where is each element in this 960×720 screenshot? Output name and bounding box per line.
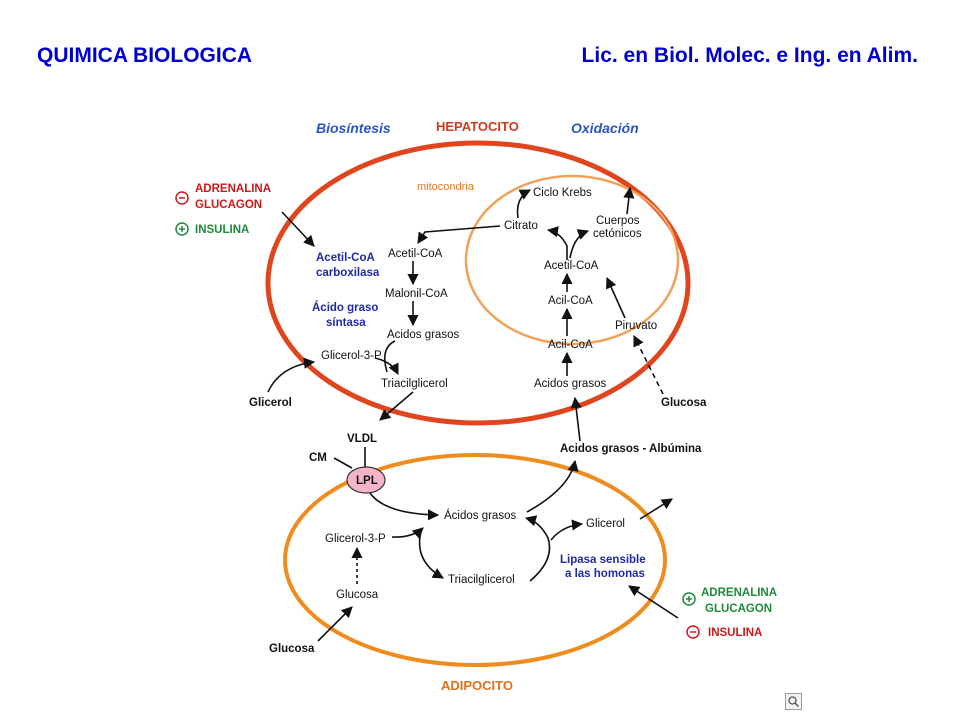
minus-circle-icon	[175, 191, 189, 205]
node-acil-coa-cyto: Acil-CoA	[548, 339, 593, 351]
enzyme-fas-line1: Ácido graso	[312, 301, 378, 314]
arrow-glicerol-out	[639, 498, 673, 520]
enzyme-lipasa-line2: a las homonas	[565, 568, 645, 580]
arrow-lpl-acidos	[369, 492, 440, 521]
node-malonil-coa: Malonil-CoA	[385, 288, 448, 300]
node-acetil-coa-left: Acetil-CoA	[388, 248, 443, 260]
hepatocyte-membrane	[265, 140, 691, 426]
course-title: QUIMICA BIOLOGICA	[37, 44, 253, 67]
regulator-glucagon-adipo: GLUCAGON	[705, 603, 772, 615]
regulation-arrow-liver	[281, 211, 315, 247]
arrow-glucosa-in	[317, 606, 353, 642]
node-glicerol-adipo: Glicerol	[586, 518, 625, 530]
node-glicerol-3-p-liver: Glicerol-3-P	[321, 350, 382, 362]
arrow-g3p-tag	[374, 357, 399, 376]
arrow-citrato-acetilcoa	[417, 225, 501, 244]
mitochondria-label: mitocondria	[417, 181, 475, 193]
enzyme-acc-line2: carboxilasa	[316, 267, 380, 279]
arrow-g3p-acidos	[391, 527, 424, 539]
node-acidos-grasos-adipo: Ácidos grasos	[444, 509, 516, 522]
mitochondria-membrane	[464, 174, 680, 346]
lpl-enzyme	[346, 466, 386, 494]
node-acil-coa-mito: Acil-CoA	[548, 295, 593, 307]
regulator-insulina-liver: INSULINA	[195, 224, 249, 236]
node-citrato: Citrato	[504, 220, 538, 232]
node-acidos-grasos-left: Acidos grasos	[387, 329, 459, 341]
enzyme-acc-line1: Acetil-CoA	[316, 252, 375, 264]
arrow-acetil-citrato	[546, 226, 568, 260]
line-cm-lpl	[333, 457, 353, 469]
label-acidos-albumina: Acidos grasos - Albúmina	[560, 443, 702, 455]
arrow-acidos-albumina	[526, 459, 579, 513]
zoom-icon[interactable]	[785, 693, 802, 710]
node-glicerol-blood: Glicerol	[249, 397, 292, 409]
adipocyte-membrane	[283, 453, 667, 667]
regulator-glucagon-liver: GLUCAGON	[195, 199, 262, 211]
arrow-tag-acidos-lipolysis	[524, 515, 551, 582]
enzyme-fas-line2: síntasa	[326, 317, 366, 329]
label-cm: CM	[309, 452, 327, 464]
node-glucosa-blood: Glucosa	[269, 643, 315, 655]
arrow-acidos-tag	[384, 340, 396, 373]
node-cuerpos: Cuerpos	[596, 215, 640, 227]
label-vldl: VLDL	[347, 433, 377, 445]
regulator-insulina-adipo: INSULINA	[708, 627, 762, 639]
arrow-albumina-acidos	[570, 396, 582, 442]
node-glucosa-adipo: Glucosa	[336, 589, 379, 601]
node-acetil-coa-right: Acetil-CoA	[544, 260, 599, 272]
arrow-acidos-tag-adipo	[418, 527, 444, 579]
node-glucosa-liver: Glucosa	[661, 397, 707, 409]
adipocyte-title: ADIPOCITO	[441, 678, 513, 693]
regulation-arrow-adipo	[628, 585, 679, 619]
arrow-glicerol-g3p	[267, 357, 316, 393]
hepatocyte-title: HEPATOCITO	[436, 119, 519, 134]
arrow-cuerpos-out	[623, 186, 635, 215]
arrow-lipolysis-glicerol	[550, 519, 584, 541]
label-lpl: LPL	[356, 475, 378, 487]
arrow-citrato-krebs	[516, 189, 531, 219]
node-triacilglicerol-adipo: Triacilglicerol	[448, 574, 515, 586]
arrow-glucosa-piruvato	[633, 334, 664, 395]
regulator-adrenalina-liver: ADRENALINA	[195, 183, 271, 195]
plus-circle-icon	[175, 222, 189, 236]
regulator-adrenalina-adipo: ADRENALINA	[701, 587, 777, 599]
oxidation-label: Oxidación	[571, 120, 639, 136]
node-glicerol-3-p-adipo: Glicerol-3-P	[325, 533, 386, 545]
node-cetonicos: cetónicos	[593, 228, 642, 240]
arrow-piruvato-acetilcoa	[606, 276, 626, 319]
enzyme-lipasa-line1: Lipasa sensible	[560, 554, 646, 566]
arrow-acetil-cuerpos	[569, 229, 590, 259]
program-title: Lic. en Biol. Molec. e Ing. en Alim.	[581, 44, 918, 67]
node-acidos-grasos-right: Acidos grasos	[534, 378, 606, 390]
node-piruvato: Piruvato	[615, 320, 657, 332]
biosynthesis-label: Biosíntesis	[316, 120, 391, 136]
node-triacilglicerol-liver: Triacilglicerol	[381, 378, 448, 390]
plus-circle-icon	[682, 592, 696, 606]
arrow-tag-vldl	[379, 391, 414, 421]
node-ciclo-krebs: Ciclo Krebs	[533, 187, 592, 199]
minus-circle-icon	[686, 625, 700, 639]
